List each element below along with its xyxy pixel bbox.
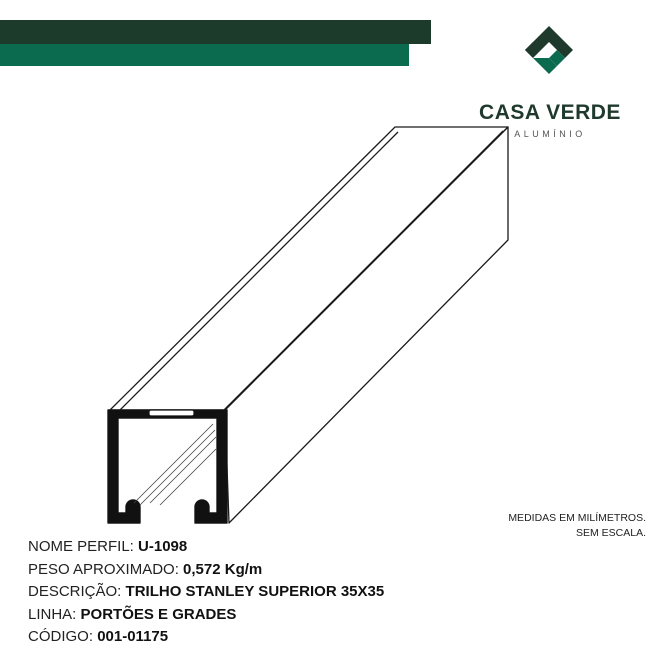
profile-specs: NOME PERFIL: U-1098 PESO APROXIMADO: 0,5… <box>28 536 384 649</box>
brand-name: CASA VERDE <box>479 101 621 124</box>
spec-row-peso: PESO APROXIMADO: 0,572 Kg/m <box>28 559 384 582</box>
spec-value: 001-01175 <box>97 628 169 645</box>
spec-row-nome-perfil: NOME PERFIL: U-1098 <box>28 536 384 559</box>
measurement-note-line-1: MEDIDAS EM MILÍMETROS. <box>508 512 646 524</box>
spec-row-descricao: DESCRIÇÃO: TRILHO STANLEY SUPERIOR 35X35 <box>28 581 384 604</box>
profile-cross-section <box>107 409 228 524</box>
brand-subtitle: ALUMÍNIO <box>514 129 586 139</box>
measurement-note-line-2: SEM ESCALA. <box>575 527 646 539</box>
header-bar-dark <box>0 20 431 44</box>
spec-label: LINHA: <box>28 605 77 623</box>
spec-value: U-1098 <box>138 538 188 555</box>
spec-value: TRILHO STANLEY SUPERIOR 35X35 <box>125 583 385 600</box>
spec-row-linha: LINHA: PORTÕES E GRADES <box>28 604 384 627</box>
profile-right-face <box>224 126 509 524</box>
spec-label: CÓDIGO: <box>28 628 94 645</box>
spec-label: PESO APROXIMADO: <box>28 560 179 578</box>
measurement-note: MEDIDAS EM MILÍMETROS. SEM ESCALA. <box>508 511 646 541</box>
spec-label: NOME PERFIL: <box>28 538 134 555</box>
spec-value: PORTÕES E GRADES <box>80 605 237 623</box>
spec-value: 0,572 Kg/m <box>183 560 263 578</box>
profile-top-face <box>109 126 509 411</box>
brand-logo: CASA VERDE ALUMÍNIO <box>470 22 630 139</box>
spec-row-codigo: CÓDIGO: 001-01175 <box>28 626 384 649</box>
casa-verde-logo-icon <box>525 26 573 74</box>
header-bar-green <box>0 44 409 66</box>
spec-label: DESCRIÇÃO: <box>28 583 122 600</box>
